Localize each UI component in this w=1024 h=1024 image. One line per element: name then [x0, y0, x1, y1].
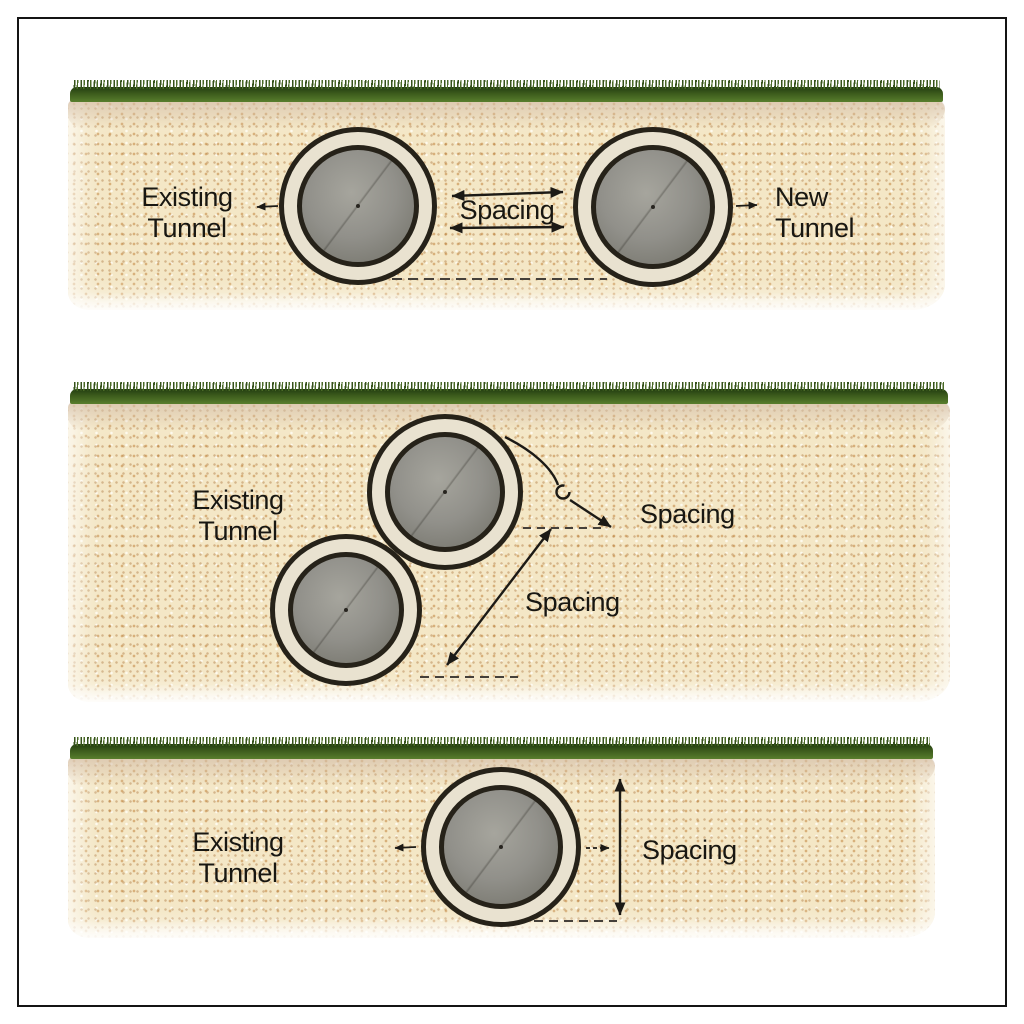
- tunnel-center-dot: [344, 608, 348, 612]
- spacing-label: Spacing: [642, 837, 762, 864]
- label-line: Tunnel: [198, 516, 278, 546]
- label-line: Existing: [141, 182, 233, 212]
- label-line: Spacing: [525, 587, 620, 617]
- label-line: Existing: [192, 827, 284, 857]
- tunnel-bore: [288, 552, 404, 668]
- spacing-label: Spacing: [445, 197, 569, 224]
- label-line: Existing: [192, 485, 284, 515]
- soil-block-middle: [68, 382, 950, 704]
- tunnel-bore: [297, 145, 419, 267]
- new-tunnel-ring: [573, 127, 733, 287]
- existing-tunnel-label: Existing Tunnel: [168, 827, 308, 889]
- label-line: Spacing: [459, 195, 555, 225]
- existing-tunnel-label: Existing Tunnel: [168, 485, 308, 547]
- tunnel-center-dot: [443, 490, 447, 494]
- tunnel-center-dot: [499, 845, 503, 849]
- label-line: Tunnel: [198, 858, 278, 888]
- tunnel-center-dot: [651, 205, 655, 209]
- label-line: Tunnel: [147, 213, 227, 243]
- label-line: Spacing: [642, 835, 737, 865]
- tunnel-bore: [439, 785, 563, 909]
- grass-strip: [70, 382, 948, 404]
- spacing-label-lower: Spacing: [525, 589, 645, 616]
- new-tunnel-label: New Tunnel: [775, 182, 915, 244]
- existing-tunnel-ring: [279, 127, 437, 285]
- label-line: Tunnel: [775, 213, 855, 243]
- tunnel-bore: [591, 145, 715, 269]
- existing-tunnel-ring: [421, 767, 581, 927]
- tunnel-center-dot: [356, 204, 360, 208]
- label-line: New: [775, 182, 828, 212]
- upper-tunnel-ring: [367, 414, 523, 570]
- grass-strip: [70, 737, 933, 759]
- label-line: Spacing: [640, 499, 735, 529]
- grass-strip: [70, 80, 943, 102]
- lower-tunnel-ring: [270, 534, 422, 686]
- spacing-label-upper: Spacing: [640, 501, 760, 528]
- existing-tunnel-label: Existing Tunnel: [117, 182, 257, 244]
- soil-block-top: [68, 80, 945, 312]
- tunnel-bore: [385, 432, 505, 552]
